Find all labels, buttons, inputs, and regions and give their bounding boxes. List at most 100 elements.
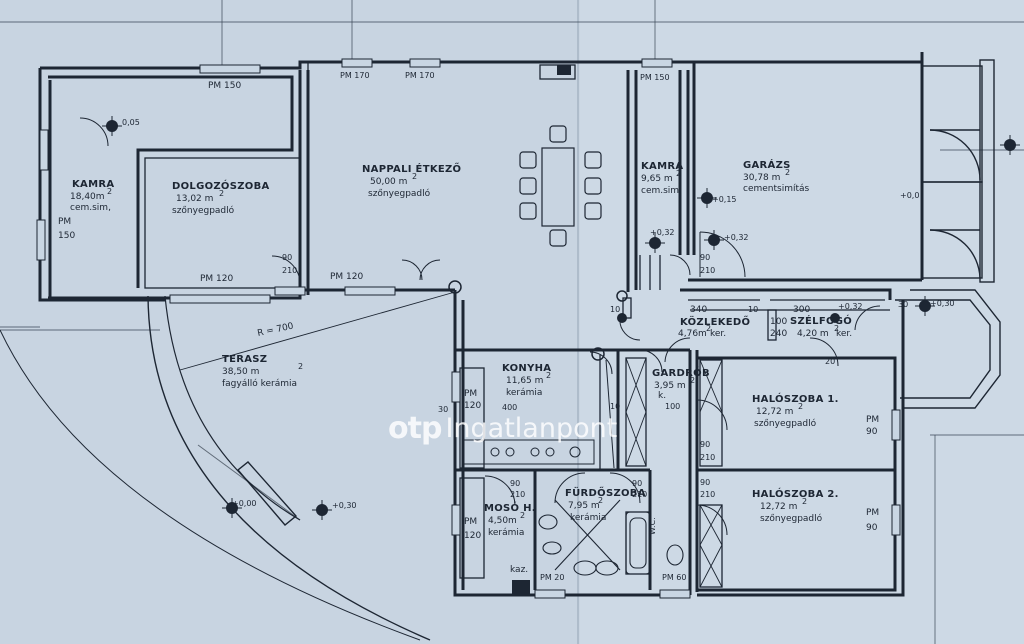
dolgozo-area: 13,02 m [176,194,213,204]
level-015: +0,15 [712,195,737,204]
door-swings [79,117,881,536]
pm-h1-label: PM [866,415,879,425]
nappali-floor: szőnyegpadló [368,188,431,199]
pm-moso-label: PM [464,517,477,527]
kamra1-name: KAMRA [72,179,114,190]
terasz-area: 38,50 m [222,367,259,377]
windows [36,58,901,599]
konyha-area: 11,65 m [506,376,543,386]
pm170-a-label: PM 170 [340,71,370,80]
pm20-label: PM 20 [540,573,564,582]
wc-label: W.C. [648,517,657,535]
door-210-f: 210 [632,490,647,499]
kamra2-floor: cem.sim. [641,186,682,196]
furdo-name: FÜRDŐSZOBA [565,485,646,499]
haloszoba2-floor: szőnyegpadló [760,513,823,524]
szelfogo-floor: ker. [836,329,852,339]
sup: 2 [520,511,525,520]
pm60-label: PM 60 [662,573,686,582]
moso-floor: kerámia [488,528,524,538]
watermark: otp Ingatlanpont [388,404,617,452]
sup: 2 [219,189,224,198]
level-032-b: +0,32 [724,233,749,242]
level-marker [222,498,242,518]
gardrob-area: 3,95 m [654,381,686,391]
dolgozo-floor: szőnyegpadló [172,205,235,216]
pm-left-value: 150 [58,231,75,241]
haloszoba2-name: HALÓSZOBA 2. [752,487,839,500]
door-90-e: 90 [510,479,520,488]
dim-10-c: 10 [748,305,758,314]
terasz-floor: fagyálló kerámia [222,378,297,389]
radius-line [179,291,456,371]
paper-fold-left [0,0,580,644]
sup: 2 [412,172,417,181]
dim-400: 400 [502,403,517,412]
door-90-c: 90 [700,440,710,449]
door-210-d: 210 [700,490,715,499]
konyha-floor: kerámia [506,388,542,398]
pm-h1-value: 90 [866,427,878,437]
pm-h2-label: PM [866,508,879,518]
level-032-c: +0,32 [838,302,863,311]
sup: 2 [546,371,551,380]
door-210-a: 210 [282,266,297,275]
pm-moso-value: 120 [464,531,481,541]
garazs-area: 30,78 m [743,173,780,183]
sup: 2 [690,376,695,385]
garazs-floor: cementsimítás [743,184,810,194]
level-marker [1000,135,1020,155]
pm-h2-value: 90 [866,523,878,533]
door-90-b: 90 [700,253,710,262]
door-210-c: 210 [700,453,715,462]
garazs-name: GARÁZS [743,158,791,171]
haloszoba2-area: 12,72 m [760,502,797,512]
level-005: 0,05 [122,118,140,127]
kozlekedo-name: KÖZLEKEDŐ [680,314,750,328]
dim-10: 10 [610,305,620,314]
level-marker [102,116,122,136]
terrace-arc [0,291,456,641]
door-210-e: 210 [510,490,525,499]
sup: 2 [785,168,790,177]
level-marker [312,500,332,520]
haloszoba1-area: 12,72 m [756,407,793,417]
szelfogo-name: SZÉLFOGÓ [790,314,852,327]
room-labels: KAMRA 18,40m cem.sim, DOLGOZÓSZOBA 13,02… [70,158,852,538]
dining-table [519,125,602,247]
area-superscripts: 2 2 2 2 2 2 2 2 2 2 2 2 2 2 [107,168,839,520]
bathroom-fixtures [538,499,684,576]
nappali-area: 50,00 m [370,177,407,187]
gardrob-name: GARDRÓB [652,366,710,379]
wardrobe-hatching [625,357,723,588]
level-marker [704,230,724,250]
sup: 2 [834,324,839,333]
haloszoba1-name: HALÓSZOBA 1. [752,392,839,405]
terasz-name: TERASZ [222,354,267,365]
sup: 2 [107,187,112,196]
door-90-d: 90 [700,478,710,487]
annotations: PM 150 PM 170 PM 170 PM 150 PM 150 PM 12… [58,71,955,582]
dim-300: 300 [793,305,810,315]
pm120-b-label: PM 120 [330,272,364,282]
kozlekedo-floor: ker. [710,329,726,339]
dim-100-a: 100 [770,317,787,327]
level-markers [102,65,1020,594]
level-marker [697,188,717,208]
pm170-b-label: PM 170 [405,71,435,80]
dolgozo-name: DOLGOZÓSZOBA [172,179,270,192]
dim-30: 30 [438,405,448,414]
kazan-label: kaz. [510,565,528,575]
level-000: +0,00 [232,499,257,508]
nappali-name: NAPPALI ÉTKEZŐ [362,161,461,175]
pm150-label: PM 150 [208,81,242,91]
level-marker [915,296,935,316]
szelfogo-area: 4,20 m [797,329,829,339]
pm-konyha-value: 120 [464,401,481,411]
kozlekedo-area: 4,76m [678,329,707,339]
level-marker [645,233,665,253]
sup: 2 [802,497,807,506]
sup: 2 [676,169,681,178]
level-marker [830,313,840,323]
